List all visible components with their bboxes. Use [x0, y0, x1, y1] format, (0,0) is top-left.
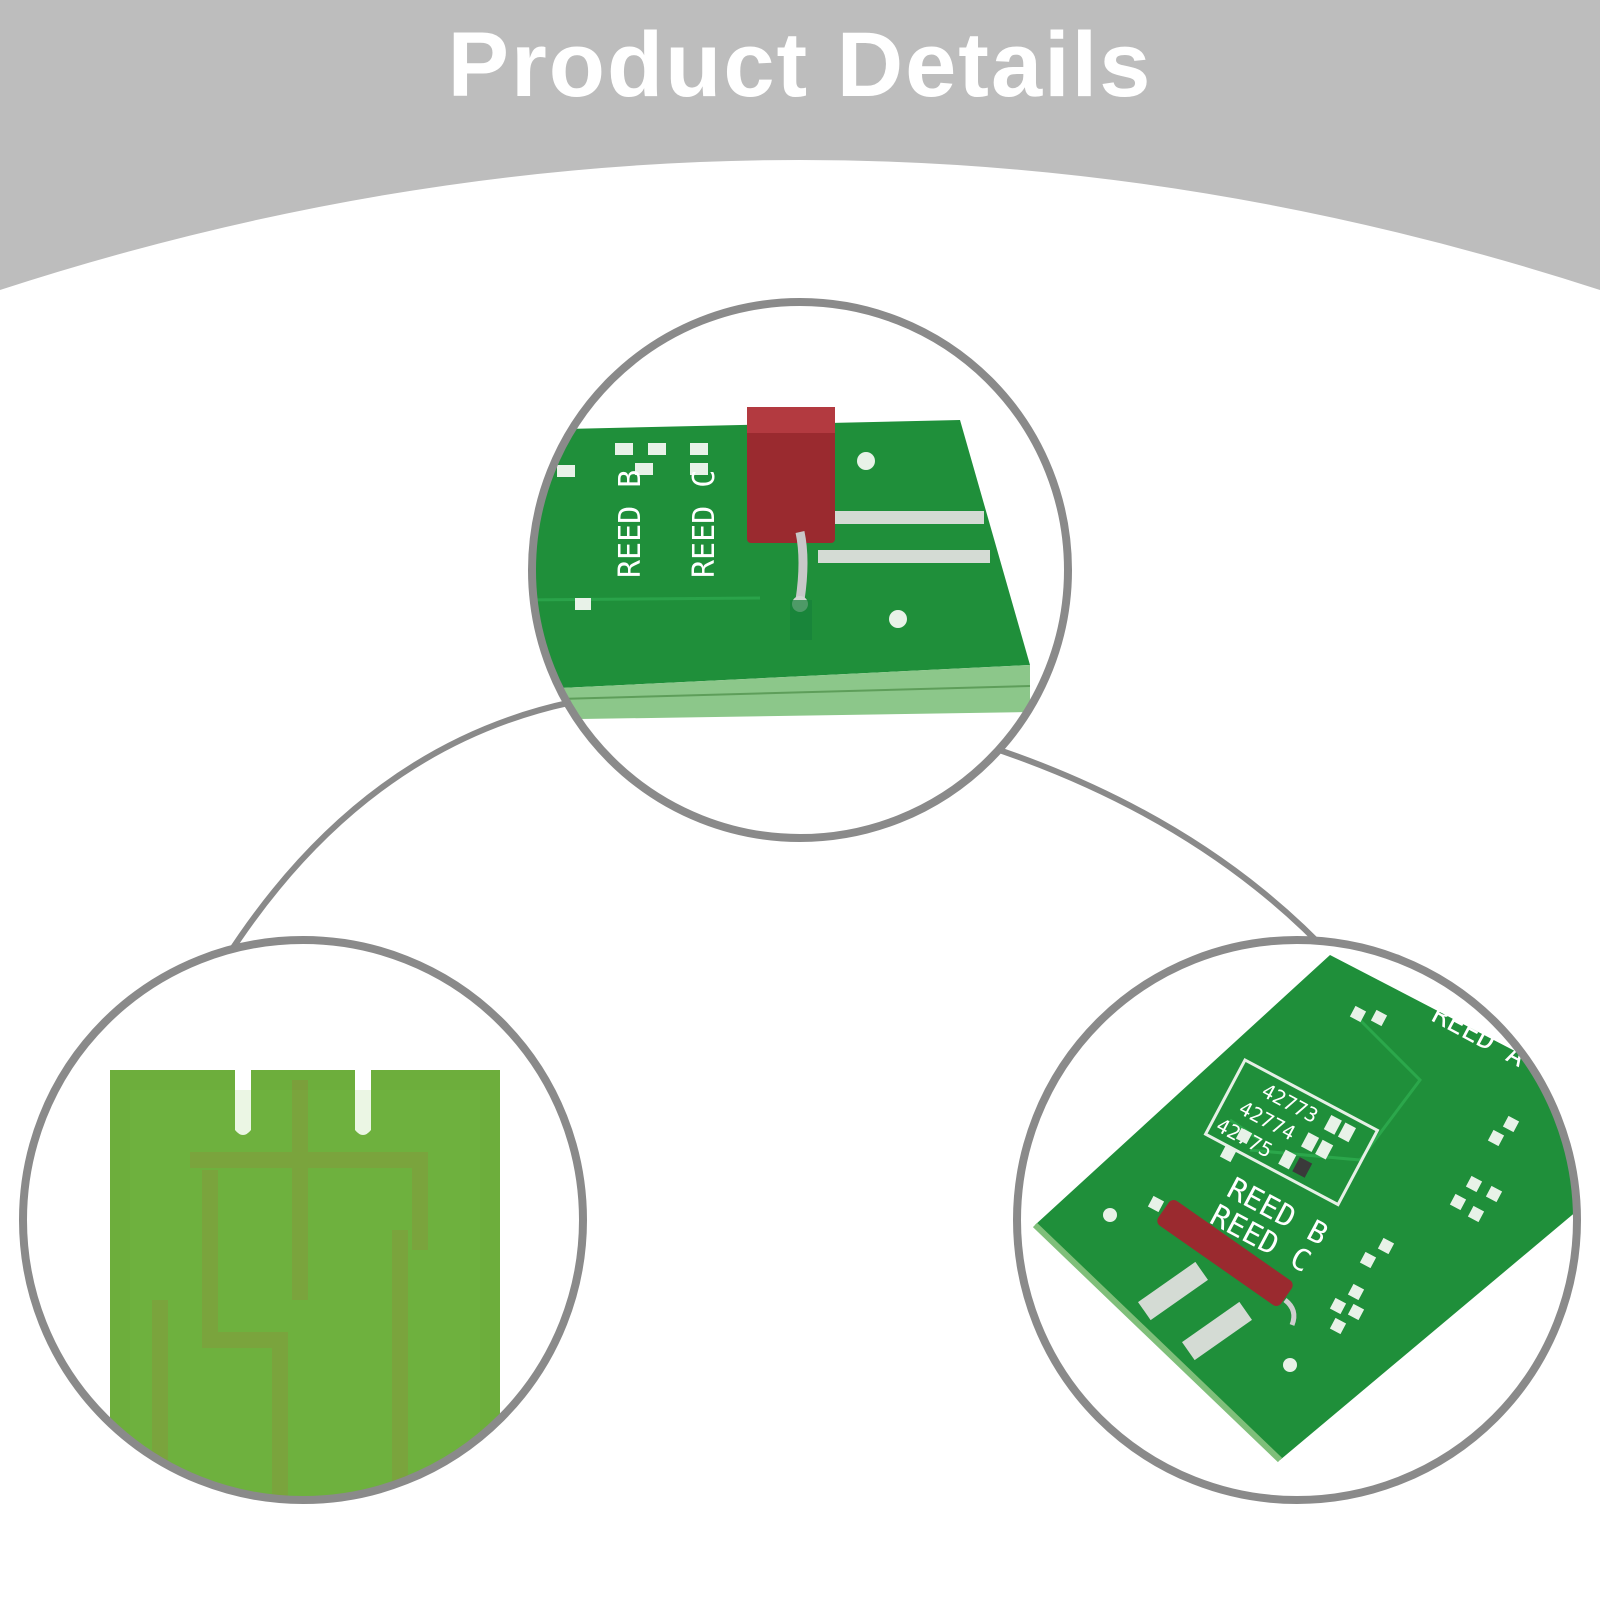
top-detail-ring — [528, 298, 1072, 842]
reed-lead-angled — [1283, 1298, 1297, 1326]
top-reed-c-label: REED C — [687, 470, 722, 578]
reed-switch-angled — [1157, 1200, 1293, 1306]
top-detail-circle: REED B REED C — [528, 298, 1072, 842]
banner-shape — [0, 0, 1600, 290]
reed-lead — [795, 531, 808, 601]
header-banner — [0, 0, 1600, 290]
top-reed-b-label: REED B — [613, 470, 648, 578]
right-detail-circle: 42773 42774 42775 REED A REED B REED C — [1013, 936, 1581, 1504]
left-detail-ring — [19, 936, 587, 1504]
pcb-board-angled — [1035, 955, 1577, 1460]
inner-traces — [152, 1080, 428, 1500]
bare-board — [110, 1070, 500, 1500]
page-title: Product Details — [447, 14, 1153, 116]
left-detail-circle — [19, 936, 587, 1504]
right-detail-ring — [1013, 936, 1581, 1504]
reed-switch — [747, 407, 835, 543]
